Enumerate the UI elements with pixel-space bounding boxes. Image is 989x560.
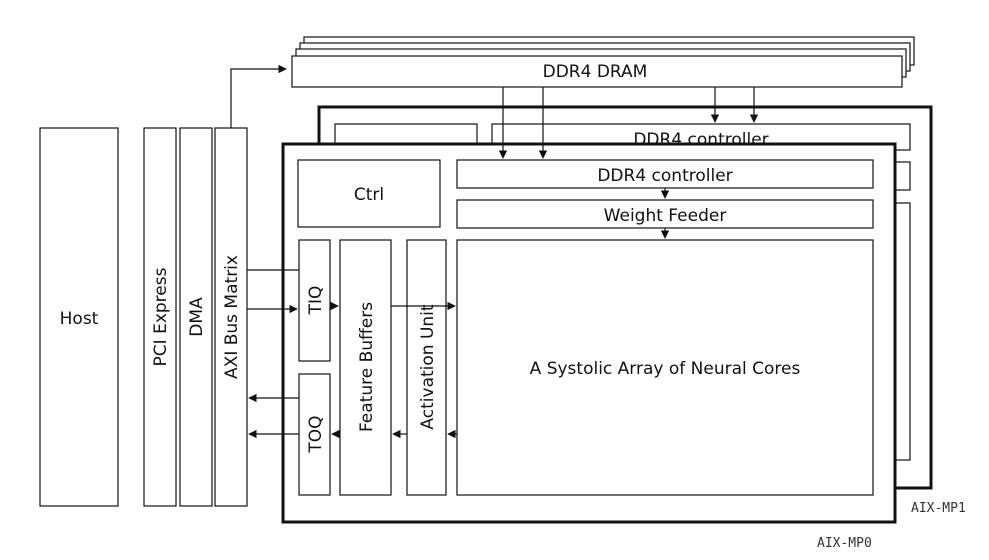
- chip-aix-mp1-label: AIX-MP1: [911, 501, 966, 516]
- pci-express-block: [143, 127, 177, 507]
- systolic-array-label: A Systolic Array of Neural Cores: [530, 359, 801, 379]
- feature-buffers-label: Feature Buffers: [357, 302, 377, 432]
- ddr4-dram-module: [291, 55, 903, 88]
- systolic-array-block: [456, 239, 874, 496]
- ddr4-controller-label: DDR4 controller: [597, 166, 732, 186]
- ctrl-block: [297, 159, 441, 228]
- ddr4-controller-block: [456, 159, 874, 189]
- toq-block: [298, 373, 331, 496]
- weight-feeder-label: Weight Feeder: [604, 206, 727, 226]
- feature-buffers-block: [339, 239, 392, 496]
- tiq-block: [298, 239, 331, 362]
- axi-to-dram-arrow: [230, 64, 287, 128]
- ddr4-dram-label: DDR4 DRAM: [543, 62, 648, 82]
- toq-label: TOQ: [306, 415, 326, 453]
- dma-label: DMA: [187, 297, 207, 337]
- weight-feeder-block: [456, 199, 874, 229]
- pci-express-label: PCI Express: [151, 267, 171, 366]
- ctrl-label: Ctrl: [354, 185, 384, 205]
- axi-bus-matrix-label: AXI Bus Matrix: [222, 255, 242, 379]
- activation-unit-label: Activation Unit: [418, 304, 438, 429]
- host-label: Host: [60, 309, 99, 329]
- dma-block: [179, 127, 213, 507]
- tiq-label: TIQ: [306, 286, 326, 316]
- chip-aix-mp0-label: AIX-MP0: [817, 536, 872, 551]
- host-block: [39, 127, 119, 507]
- activation-unit-block: [406, 239, 447, 496]
- axi-bus-matrix-block: [214, 127, 248, 507]
